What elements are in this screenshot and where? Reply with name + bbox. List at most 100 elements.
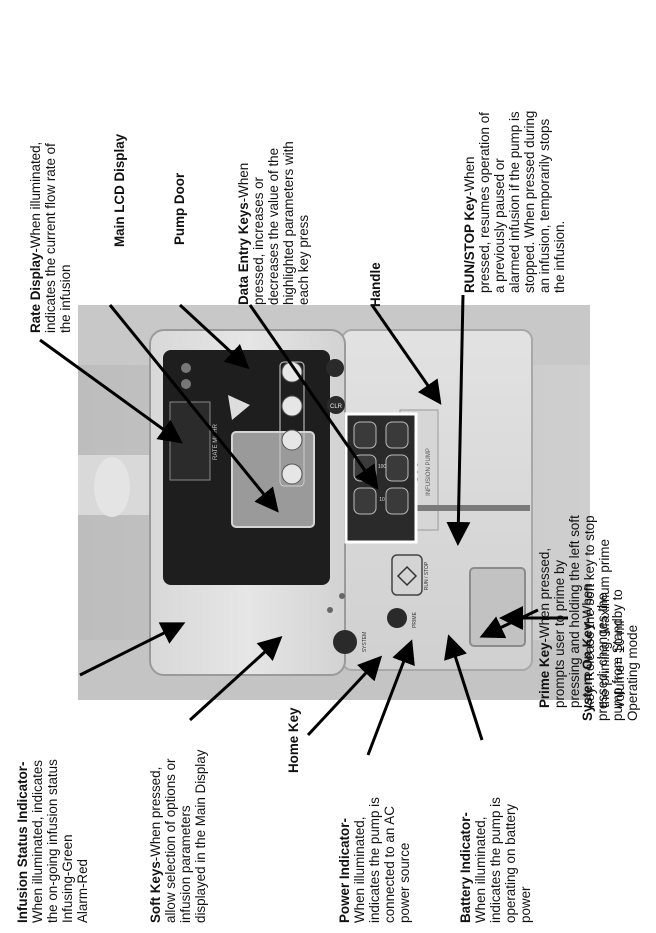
arrow-home-key <box>306 655 383 737</box>
soft-keys-title-rest: -When pressed, <box>148 766 163 862</box>
run-stop-key <box>391 554 423 596</box>
label-infusion-status: Infusion Status Indicator- When illumina… <box>15 759 90 923</box>
run-stop-line-5: an infusion, temporarily stops <box>537 118 552 293</box>
label-pump-door: Pump Door <box>172 173 187 245</box>
home-key <box>326 359 344 377</box>
soft-key-2 <box>281 395 303 417</box>
infusion-status-line-1: When illuminated, indicates <box>30 759 45 923</box>
arrow-soft-keys <box>188 635 283 722</box>
soft-keys-title: Soft Keys <box>148 861 163 923</box>
power-indicator-line-1: When illuminated, <box>352 816 367 923</box>
label-rate-display: Rate Display-When illuminated, indicates… <box>28 142 73 333</box>
battery-indicator-line-1: When illuminated, <box>473 816 488 923</box>
prime-text: PRIME <box>412 611 418 628</box>
system-on-line-2: pump from Standby to <box>610 589 625 721</box>
power-indicator-line-2: indicates the pump is <box>367 797 382 923</box>
arrow-main-lcd <box>108 304 279 513</box>
system-on-title: System On Key <box>580 622 595 721</box>
run-stop-line-6: the infusion. <box>552 220 567 293</box>
system-on-line-3: Operating mode <box>625 624 640 721</box>
power-indicator-title: Power Indicator- <box>337 818 352 923</box>
key-100-label: 100 <box>378 464 387 470</box>
soft-keys-line-1: allow selection of options or <box>163 758 178 924</box>
infusion-status-line-2: the on-going infusion status <box>45 759 60 923</box>
system-on-text: SYSTEM <box>362 632 368 653</box>
power-indicator-line-4: power source <box>397 842 412 923</box>
data-entry-line-4: each key press <box>296 214 311 305</box>
arrow-run-stop <box>446 294 471 546</box>
soft-key-4 <box>281 463 303 485</box>
data-entry-title-rest: -When <box>236 162 251 203</box>
label-soft-keys: Soft Keys-When pressed, allow selection … <box>148 750 208 923</box>
power-light <box>339 593 345 599</box>
battery-indicator-title: Battery Indicator- <box>458 812 473 923</box>
rate-display-text: RATE ML/HR <box>213 423 219 460</box>
arrow-pump-door <box>178 303 250 370</box>
battery-indicator-line-2: indicates the pump is <box>488 797 503 923</box>
clr-key <box>327 396 345 414</box>
run-stop-title-rest: -When <box>462 156 477 196</box>
data-key-down-2 <box>385 454 409 482</box>
battery-indicator-line-4: power <box>518 886 533 923</box>
infusion-status-line-3: Infusing-Green <box>60 834 75 923</box>
label-battery-indicator: Battery Indicator- When illuminated, ind… <box>458 797 533 923</box>
label-data-entry: Data Entry Keys-When pressed, increases … <box>236 141 311 305</box>
arrow-handle <box>370 304 442 405</box>
battery-light <box>327 607 333 613</box>
rate-display-title: Rate Display <box>28 252 43 333</box>
home-key-title: Home Key <box>286 707 301 774</box>
handle-title: Handle <box>368 262 383 307</box>
infusion-status-line-4: Alarm-Red <box>75 859 90 923</box>
system-on-title-rest: -When <box>580 583 595 623</box>
system-on-key <box>333 630 357 654</box>
power-indicator-line-3: connected to an AC <box>382 806 397 923</box>
main-lcd <box>231 431 315 528</box>
arrow-power-indicator <box>366 639 415 756</box>
run-stop-line-2: a previously paused or <box>492 158 507 293</box>
infusion-status-title: Infusion Status Indicator- <box>15 761 30 923</box>
rate-display-title-rest: -When illuminated, <box>28 141 43 253</box>
data-key-up-1 <box>353 421 377 449</box>
system-on-line-1: pressed, changes the <box>595 592 610 721</box>
soft-key-3 <box>281 429 303 451</box>
label-main-lcd: Main LCD Display <box>112 134 127 247</box>
prime-key-title: Prime Key <box>537 642 552 708</box>
prime-key-title-rest: -When pressed, <box>537 547 552 643</box>
run-stop-line-4: stopped. When pressed during <box>522 110 537 293</box>
data-entry-line-1: pressed, increases or <box>251 176 266 305</box>
pump-door-title: Pump Door <box>172 172 187 245</box>
run-stop-text: RUN / STOP <box>424 561 430 590</box>
run-stop-line-1: pressed, resumes operation of <box>477 112 492 293</box>
arrow-infusion-status <box>79 622 186 677</box>
clr-text: CLR <box>330 404 343 410</box>
status-light-1 <box>181 363 191 373</box>
key-10-label: 10 <box>379 497 385 503</box>
soft-keys-line-3: displayed in the Main Display <box>193 749 208 923</box>
soft-keys-line-2: infusion parameters <box>178 805 193 923</box>
run-stop-title: RUN/STOP Key <box>462 196 477 293</box>
data-entry-title: Data Entry Keys <box>236 202 251 305</box>
main-lcd-title: Main LCD Display <box>112 133 127 247</box>
label-run-stop: RUN/STOP Key-When pressed, resumes opera… <box>462 111 567 293</box>
arrow-rate-display <box>39 338 183 444</box>
model-sub-text: INFUSION PUMP <box>426 448 432 496</box>
run-stop-line-3: alarmed infusion if the pump is <box>507 111 522 293</box>
prime-key <box>387 608 407 628</box>
label-power-indicator: Power Indicator- When illuminated, indic… <box>337 797 412 923</box>
data-key-down-3 <box>385 487 409 515</box>
data-entry-line-2: decreases the value of the <box>266 147 281 305</box>
rate-display-line-2: the infusion <box>58 264 73 334</box>
data-entry-line-3: highlighted parameters with <box>281 141 296 305</box>
label-handle: Handle <box>368 262 383 307</box>
prime-key-line-1: prompts user to prime by <box>552 559 567 708</box>
status-light-2 <box>181 379 191 389</box>
arrow-data-entry <box>248 304 379 490</box>
arrow-battery-indicator <box>444 634 484 741</box>
battery-indicator-line-3: operating on battery <box>503 803 518 923</box>
label-system-on: System On Key-When pressed, changes the … <box>580 583 640 721</box>
rate-display-line-1: indicates the current flow rate of <box>43 143 58 333</box>
